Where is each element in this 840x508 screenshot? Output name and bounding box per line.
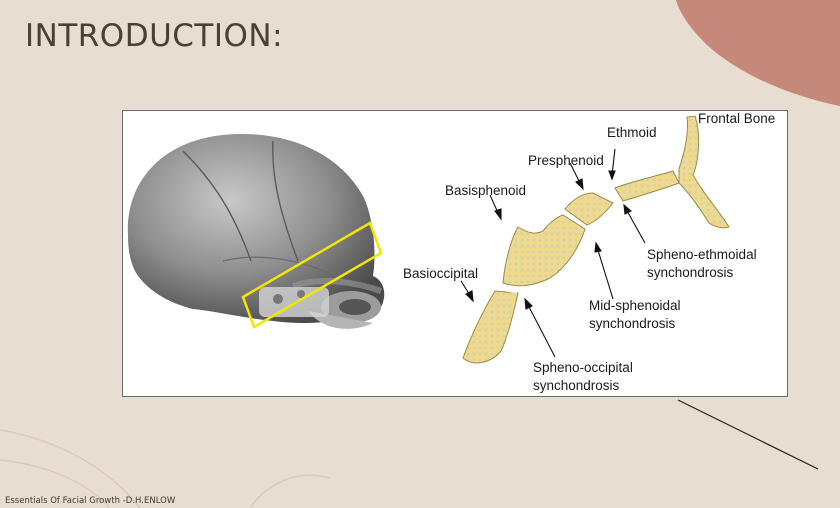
decorative-leaf-outline <box>0 429 331 508</box>
ethmoid-bone <box>614 170 680 202</box>
basioccipital-bone <box>462 290 519 364</box>
source-footer: Essentials Of Facial Growth -D.H.ENLOW <box>5 496 176 506</box>
label-spheno-occipital-synchondrosis: synchondrosis <box>533 378 620 393</box>
infant-skull-image <box>127 134 385 329</box>
synchondrosis-figure: Frontal Bone Ethmoid Presphenoid Basisph… <box>122 110 788 397</box>
label-presphenoid: Presphenoid <box>528 153 604 168</box>
label-frontal-bone: Frontal Bone <box>698 111 776 126</box>
label-basisphenoid: Basisphenoid <box>445 183 527 198</box>
label-ethmoid: Ethmoid <box>607 125 657 140</box>
cranial-base-schematic <box>462 115 730 364</box>
label-spheno-occipital: Spheno-occipital <box>533 360 633 375</box>
presphenoid-bone <box>564 192 614 226</box>
label-spheno-ethmoidal: Spheno-ethmoidal <box>647 247 757 262</box>
label-mid-sphenoidal-synchondrosis: synchondrosis <box>589 316 676 331</box>
pointer-line <box>677 399 819 470</box>
label-basioccipital: Basioccipital <box>403 266 479 281</box>
label-mid-sphenoidal: Mid-sphenoidal <box>589 298 681 313</box>
label-spheno-ethmoidal-synchondrosis: synchondrosis <box>647 265 734 280</box>
slide-title: INTRODUCTION: <box>25 18 284 54</box>
basisphenoid-bone <box>502 214 586 287</box>
cranial-base-highlight-box <box>241 221 383 329</box>
annotation-arrows <box>460 148 646 358</box>
frontal-bone <box>678 115 730 229</box>
